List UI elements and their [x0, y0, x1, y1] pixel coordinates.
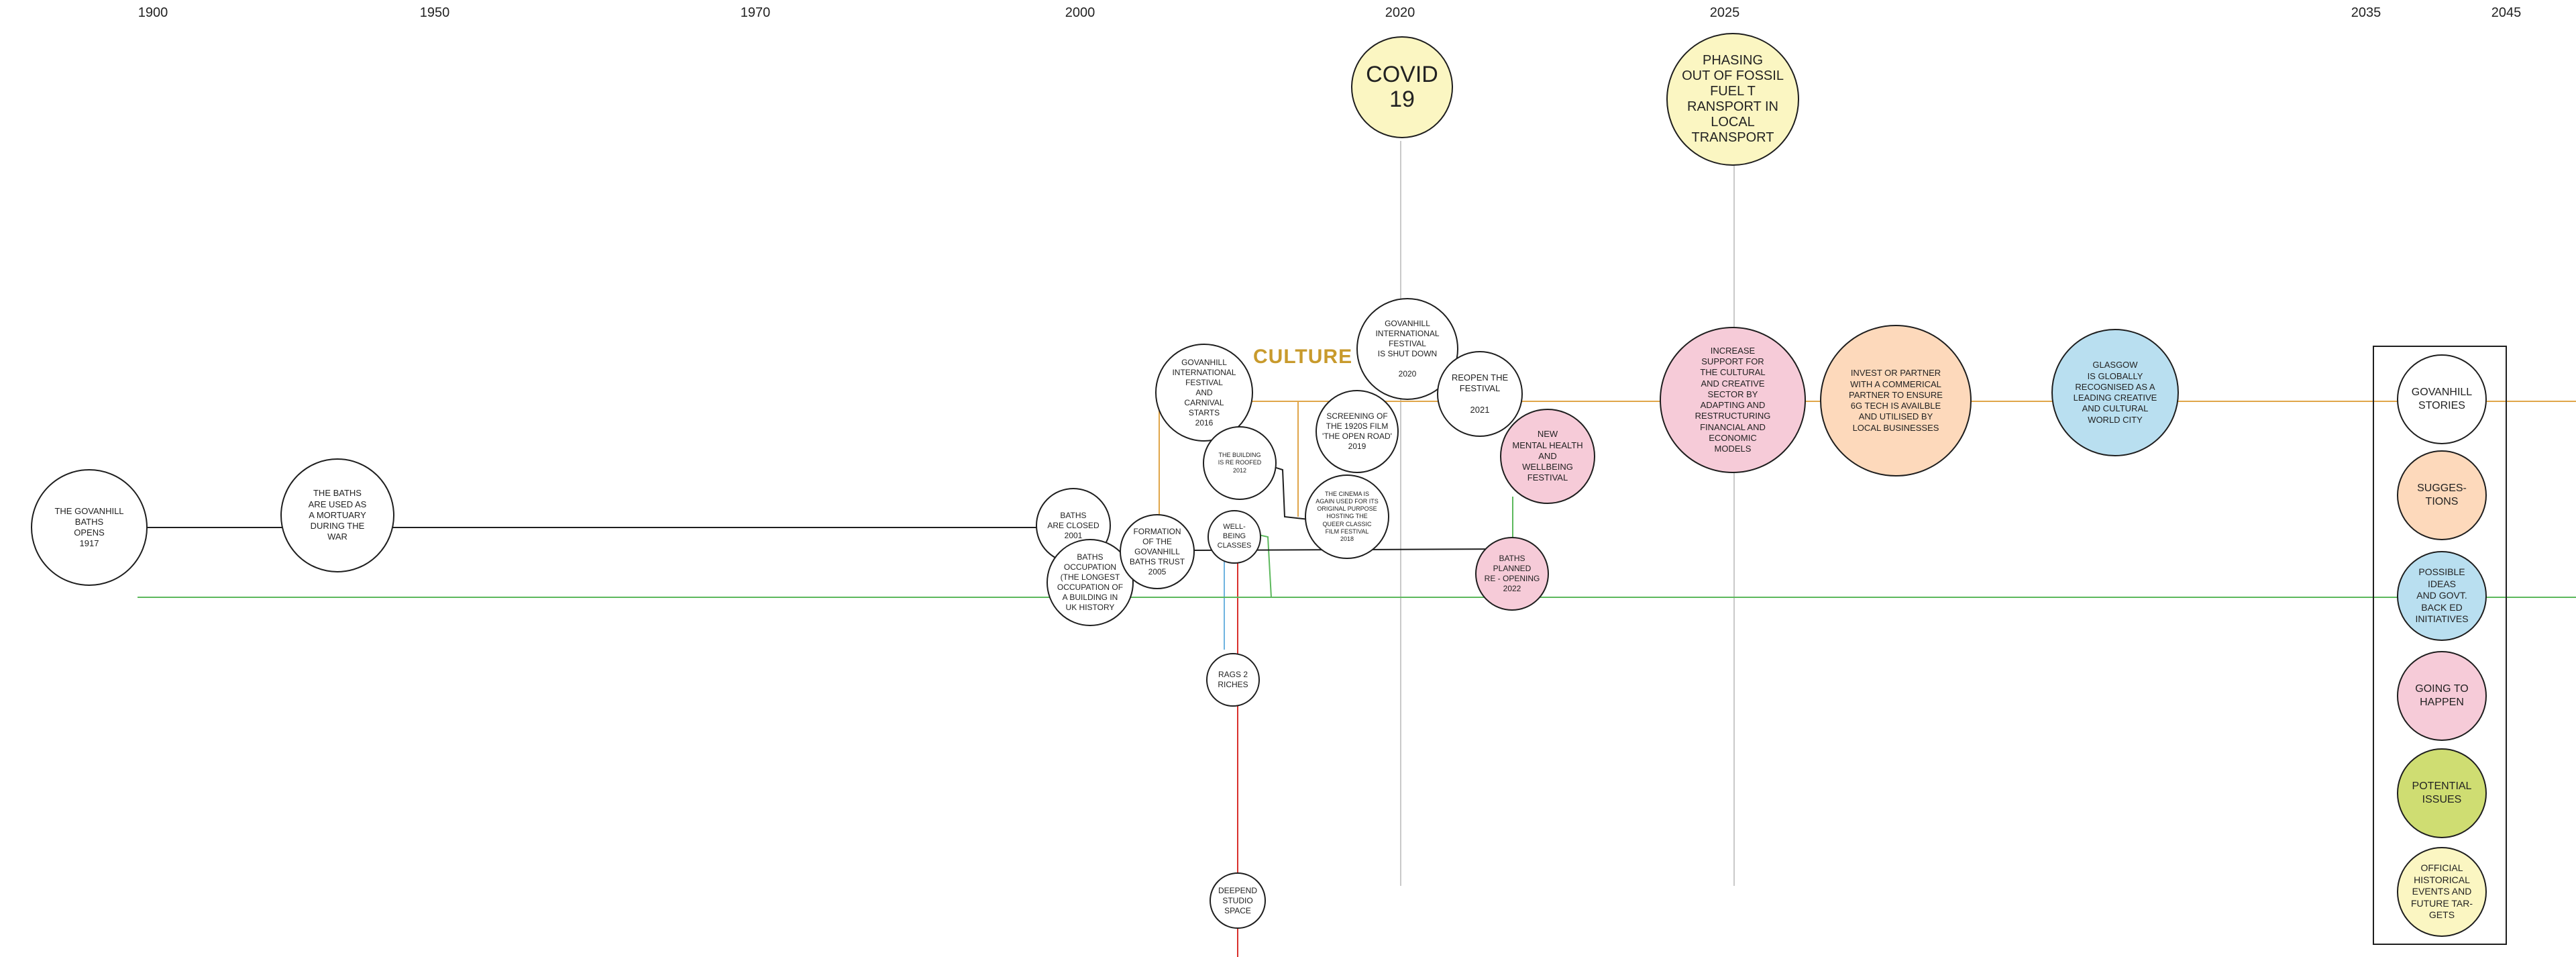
wellbeing-node: WELL- BEING CLASSES — [1208, 510, 1261, 564]
year-label-2045: 2045 — [2491, 5, 2522, 20]
baths-closed-node: BATHS ARE CLOSED 2001 — [1036, 488, 1111, 563]
year-label-1900: 1900 — [138, 5, 168, 20]
fossil-transport-node: PHASING OUT OF FOSSIL FUEL T RANSPORT IN… — [1666, 33, 1799, 166]
deepend-node: DEEPEND STUDIO SPACE — [1210, 872, 1266, 929]
cinema-node: THE CINEMA IS AGAIN USED FOR ITS ORIGINA… — [1305, 474, 1389, 559]
year-label-2000: 2000 — [1065, 5, 1095, 20]
baths-open-node: THE GOVANHILL BATHS OPENS 1917 — [31, 469, 148, 586]
year-label-1950: 1950 — [419, 5, 450, 20]
legend-suggestions: SUGGES- TIONS — [2397, 450, 2487, 540]
legend-official-events: OFFICIAL HISTORICAL EVENTS AND FUTURE TA… — [2397, 847, 2487, 937]
cultural-support-node: INCREASE SUPPORT FOR THE CULTURAL AND CR… — [1660, 327, 1806, 473]
culture-label: CULTURE — [1253, 346, 1353, 368]
rags-node: RAGS 2 RICHES — [1206, 653, 1260, 707]
legend-govanhill-stories: GOVANHILL STORIES — [2397, 354, 2487, 444]
mental-health-festival-node: NEW MENTAL HEALTH AND WELLBEING FESTIVAL — [1500, 409, 1595, 504]
trust-formation-node: FORMATION OF THE GOVANHILL BATHS TRUST 2… — [1120, 514, 1195, 589]
baths-reopening-node: BATHS PLANNED RE - OPENING 2022 — [1475, 537, 1549, 611]
film-screening-node: SCREENING OF THE 1920S FILM 'THE OPEN RO… — [1316, 390, 1399, 473]
year-label-2035: 2035 — [2351, 5, 2381, 20]
year-label-2025: 2025 — [1709, 5, 1740, 20]
reroofed-node: THE BUILDING IS RE ROOFED 2012 — [1203, 426, 1277, 500]
covid-node: COVID 19 — [1351, 36, 1453, 138]
occupation-node: BATHS OCCUPATION (THE LONGEST OCCUPATION… — [1046, 539, 1134, 626]
year-label-1970: 1970 — [740, 5, 771, 20]
year-label-2020: 2020 — [1385, 5, 1415, 20]
glasgow-creative-city-node: GLASGOW IS GLOBALLY RECOGNISED AS A LEAD… — [2051, 329, 2179, 456]
reopen-festival-node: REOPEN THE FESTIVAL 2021 — [1437, 351, 1523, 437]
6g-tech-node: INVEST OR PARTNER WITH A COMMERICAL PART… — [1820, 325, 1972, 476]
legend — [2373, 346, 2507, 945]
festival-starts-node: GOVANHILL INTERNATIONAL FESTIVAL AND CAR… — [1155, 344, 1253, 442]
legend-going-to-happen: GOING TO HAPPEN — [2397, 651, 2487, 741]
legend-potential-issues: POTENTIAL ISSUES — [2397, 748, 2487, 838]
legend-possible-ideas: POSSIBLE IDEAS AND GOVT. BACK ED INITIAT… — [2397, 551, 2487, 641]
mortuary-node: THE BATHS ARE USED AS A MORTUARY DURING … — [280, 458, 394, 572]
